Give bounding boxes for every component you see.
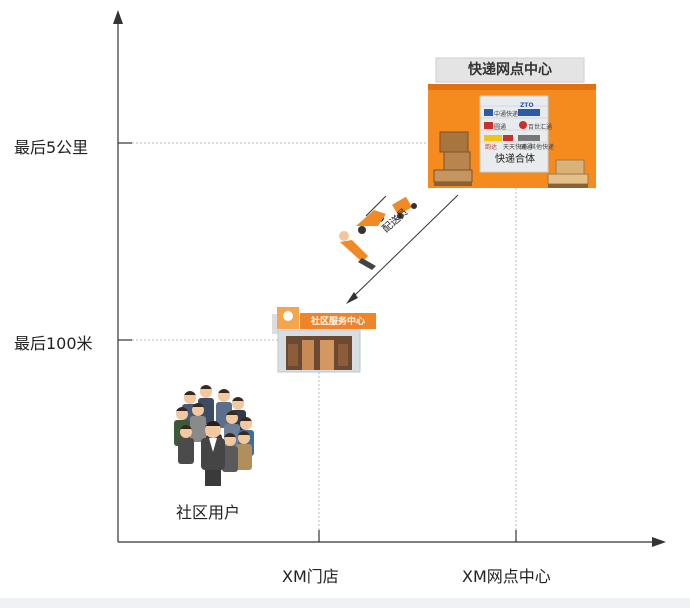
person-body [222,446,238,472]
brand-logo-icon [519,121,527,129]
person-hair [200,385,212,391]
users-label: 社区用户 [176,503,241,522]
front-person-hair [205,421,221,429]
brand-name: 国通 [520,144,533,151]
person-body [190,416,206,442]
person-hair [192,403,204,409]
hub-sign-board [435,57,585,83]
brand-logo-icon [518,135,540,141]
front-person-body [201,438,225,470]
brand-name: 圆通 [494,124,507,131]
store-sign-text: 社区服务中心 [310,317,365,327]
bottom-strip [0,598,690,608]
brand-logo-icon [484,109,493,116]
person-body [236,444,252,470]
hub-sign-text: 快递网点中心 [468,62,552,78]
person-body [178,438,194,464]
parcel-stack-left [433,131,473,186]
flow-arrow-head [346,292,358,304]
y-axis-arrow [113,10,123,24]
flow-arrow-line [351,194,459,299]
x-axis-label-hub: XM网点中心 [462,567,551,586]
person-hair [184,391,196,397]
delivery-flow [346,194,459,304]
person-hair [176,407,188,413]
brand-name: 其他快递 [530,144,555,151]
person-hair [232,397,244,403]
person-hair [224,433,236,439]
parcel-stack-right [547,159,589,188]
hub-building [428,57,596,188]
hub-door-label: 快递合体 [495,154,535,165]
store-building [272,307,376,373]
person-hair [180,425,192,431]
brand-name: 天天快递 [503,144,528,151]
hub-door [479,95,549,173]
y-axis-label-100m: 最后100米 [14,334,93,353]
person-hair [218,389,230,395]
users-crowd-icon [174,385,254,486]
brand-name: ZTO [520,102,534,109]
courier-icon [339,196,417,270]
y-axis-label-5km: 最后5公里 [14,138,89,157]
front-person-shirt [209,438,217,452]
brand-logo-icon [484,135,502,141]
brand-logo-icon [484,122,493,129]
guide-lines [132,142,517,530]
brand-name: 韵达 [485,144,498,151]
x-axis-label-store: XM门店 [282,567,339,586]
store-sign-board [300,313,376,329]
person-hair [226,411,238,417]
person-hair [240,417,252,423]
front-person-legs [205,466,221,486]
brand-logo-icon [503,135,513,141]
x-axis-arrow [652,537,666,547]
brand-name: 中通快递 [494,111,519,118]
brand-name: 百世汇通 [528,124,553,131]
brand-logo-icon [518,109,540,116]
axes [113,10,666,547]
person-hair [238,431,250,437]
